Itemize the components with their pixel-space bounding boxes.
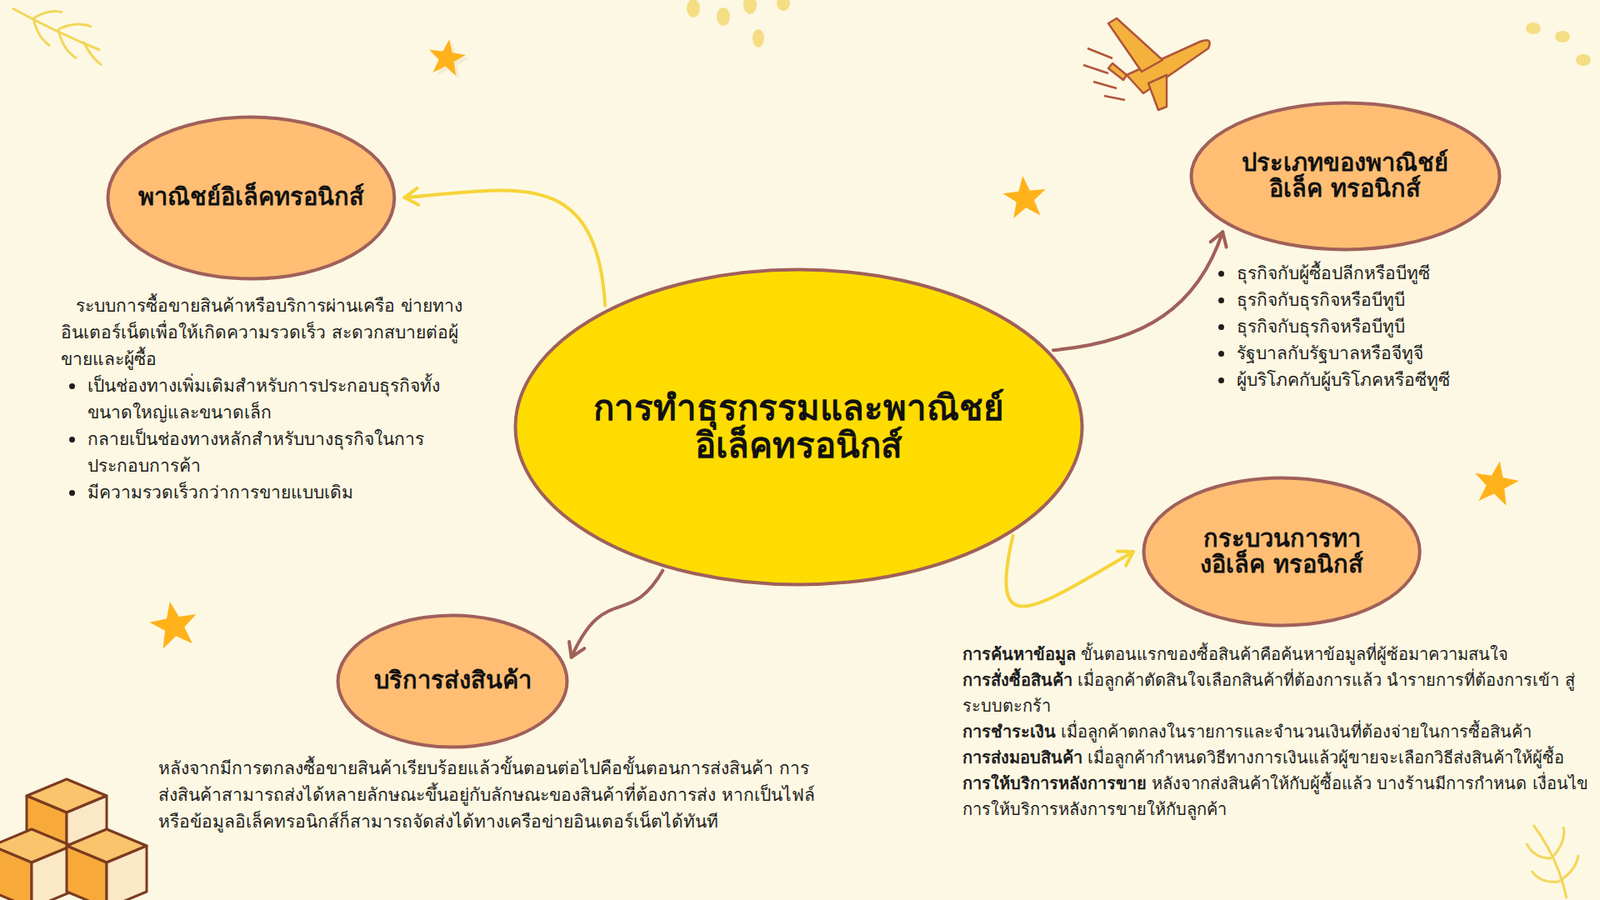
bullet-dot (69, 490, 75, 496)
step-name: การชำระเงิน (962, 721, 1056, 742)
connector (1005, 535, 1133, 607)
bullet-text: กลายเป็นช่องทางหลักสำหรับบางธุรกิจในการ … (87, 429, 425, 476)
bullet-text: ธุรกิจกับผู้ซื้อปลีกหรือบีทูซี (1236, 263, 1430, 284)
bullet-item: ผู้บริโภคกับผู้บริโภคหรือซีทูซี (1210, 366, 1594, 394)
bullet-dot (1218, 377, 1225, 384)
ellipse-shape (515, 269, 1082, 585)
step-name: การส่งมอบสินค้า (962, 747, 1083, 768)
process-step: การค้นหาข้อมูลขั้นตอนแรกของซื้อสินค้าคือ… (962, 641, 1594, 668)
topic-ellipse: พาณิชย์อิเล็คทรอนิกส์ (105, 115, 397, 281)
bullet-text: มีความรวดเร็วกว่าการขายแบบเดิม (87, 482, 354, 503)
boxes-illustration (0, 779, 147, 900)
node-label: พาณิชย์อิเล็คทรอนิกส์ (138, 184, 365, 210)
connector (404, 188, 605, 306)
connector (569, 570, 663, 658)
process-steps: การค้นหาข้อมูลขั้นตอนแรกของซื้อสินค้าคือ… (962, 641, 1594, 823)
arrowhead (1210, 231, 1227, 247)
bullet-text: เป็นช่องทางเพิ่มเติมสำหรับการประกอบธุรกิ… (87, 375, 440, 423)
process-step: การส่งมอบสินค้าเมื่อลูกค้ากำหนดวิธีทางกา… (962, 745, 1594, 771)
bullet-item: กลายเป็นช่องทางหลักสำหรับบางธุรกิจในการ … (60, 425, 470, 480)
topic-ellipse: กระบวนการทางอิเล็ค ทรอนิกส์ (1141, 475, 1422, 628)
bullet-dot (1218, 270, 1225, 277)
connector-line (1005, 535, 1133, 607)
step-description: เมื่อลูกค้ากำหนดวิธีทางการเงินแล้วผู้ขาย… (1087, 747, 1565, 768)
delivery-text: หลังจากมีการตกลงซื้อขายสินค้าเรียบร้อยแล… (158, 755, 825, 835)
bullet-item: ธุรกิจกับธุรกิจหรือบีทูบี (1210, 286, 1594, 314)
arrowhead (569, 641, 585, 658)
arrowhead (1117, 550, 1134, 565)
bullet-item: รัฐบาลกับรัฐบาลหรือจีทูจี (1210, 340, 1594, 367)
connector-line (1053, 231, 1223, 350)
stars (146, 36, 1522, 650)
bullet-text: รัฐบาลกับรัฐบาลหรือจีทูจี (1236, 343, 1424, 364)
node-label: กระบวนการทางอิเล็ค ทรอนิกส์ (1173, 525, 1391, 579)
bullet-item: มีความรวดเร็วกว่าการขายแบบเดิม (60, 479, 470, 506)
ellipse-shape (1143, 478, 1420, 626)
step-name: การค้นหาข้อมูล (962, 644, 1076, 665)
bullet-text: ผู้บริโภคกับผู้บริโภคหรือซีทูซี (1236, 370, 1450, 390)
bullet-text: ธุรกิจกับธุรกิจหรือบีทูบี (1236, 316, 1405, 337)
process-step: การสั่งซื้อสินค้าเมื่อลูกค้าตัดสินใจเลือ… (962, 667, 1594, 720)
connector-line (571, 570, 664, 658)
delivery-notes: หลังจากมีการตกลงซื้อขายสินค้าเรียบร้อยแล… (158, 755, 825, 835)
node-label: บริการส่งสินค้า (374, 667, 532, 694)
bullet-dot (1218, 350, 1225, 357)
step-name: การให้บริการหลังการขาย (962, 773, 1147, 794)
ellipse-shape (1190, 102, 1500, 250)
node-label: การทำธุรกรรมและพาณิชย์ อิเล็คทรอนิกส์ (573, 389, 1024, 465)
central-topic-ellipse: การทำธุรกรรมและพาณิชย์ อิเล็คทรอนิกส์ (513, 267, 1085, 587)
step-description: ขั้นตอนแรกของซื้อสินค้าคือค้นหาข้อมูลที่… (1080, 644, 1509, 665)
type-list: ธุรกิจกับผู้ซื้อปลีกหรือบีทูซีธุรกิจกับธ… (1210, 260, 1594, 394)
process-step: การให้บริการหลังการขายหลังจากส่งสินค้าให… (962, 770, 1594, 823)
node-label: ประเภทของพาณิชย์อิเล็ค ทรอนิกส์ (1223, 150, 1467, 203)
bullet-item: ธุรกิจกับธุรกิจหรือบีทูบี (1210, 313, 1594, 340)
leaf-sprig (12, 8, 102, 65)
definition-text: ระบบการซื้อขายสินค้าหรือบริการผ่านเครือ … (60, 292, 470, 373)
topic-ellipse: บริการส่งสินค้า (335, 613, 570, 750)
connector-line (404, 190, 605, 305)
bullet-dot (69, 383, 75, 390)
topic-ellipse: ประเภทของพาณิชย์อิเล็ค ทรอนิกส์ (1189, 100, 1502, 252)
bullet-item: ธุรกิจกับผู้ซื้อปลีกหรือบีทูซี (1210, 260, 1594, 287)
bullet-dot (1218, 297, 1225, 304)
bullet-dot (1218, 324, 1225, 330)
step-description: เมื่อลูกค้าตกลงในรายการและจำนวนเงินที่ต้… (1060, 721, 1532, 742)
leaf-sprig (1526, 825, 1579, 899)
plane-icon (1083, 18, 1210, 110)
ellipse-shape (107, 116, 395, 279)
ellipse-shape (338, 615, 568, 747)
connector (1053, 231, 1227, 350)
definition-notes: ระบบการซื้อขายสินค้าหรือบริการผ่านเครือ … (60, 292, 470, 506)
arrowhead (404, 188, 419, 205)
bullet-item: เป็นช่องทางเพิ่มเติมสำหรับการประกอบธุรกิ… (60, 372, 470, 426)
process-step: การชำระเงินเมื่อลูกค้าตกลงในรายการและจำน… (962, 719, 1594, 745)
bullet-text: ธุรกิจกับธุรกิจหรือบีทูบี (1236, 290, 1405, 310)
bullet-dot (69, 436, 75, 443)
step-name: การสั่งซื้อสินค้า (962, 670, 1073, 690)
